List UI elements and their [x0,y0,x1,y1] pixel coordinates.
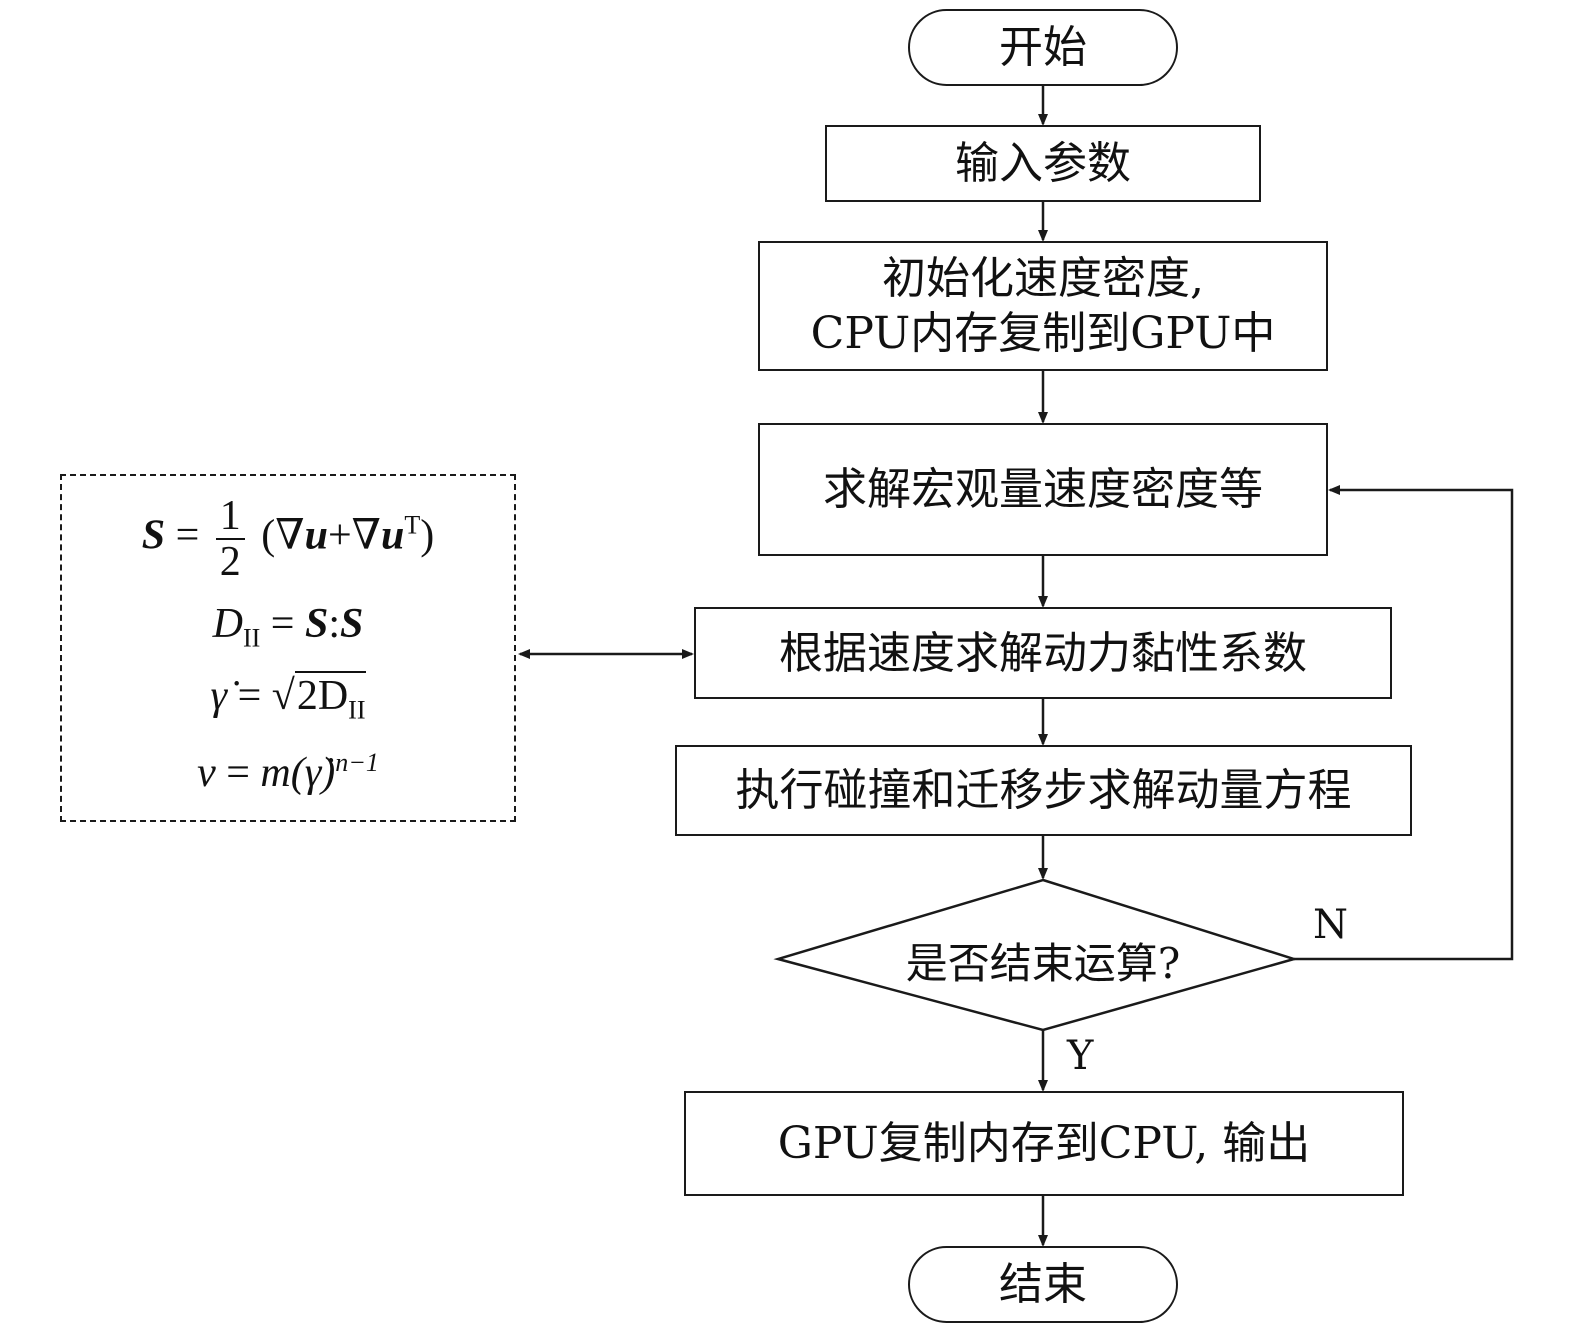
symbol-m: m [260,750,291,796]
init-label-line1: 初始化速度密度, [882,253,1204,304]
subscript-II: II [348,695,366,725]
symbol-u-transpose: u [380,512,405,559]
fraction-numerator: 1 [215,494,245,541]
grad-open: (∇ [261,512,305,559]
solve-macro-box: 求解宏观量速度密度等 [758,423,1328,556]
subscript-II: II [242,623,261,653]
equals-sign: = [215,750,261,796]
input-params-box: 输入参数 [825,125,1261,202]
symbol-v: v [197,750,216,796]
radicand: 2DII [294,671,366,724]
decision-label: 是否结束运算? [905,939,1181,988]
input-params-label: 输入参数 [955,138,1131,189]
init-box: 初始化速度密度, CPU内存复制到GPU中 [758,241,1328,371]
fraction-denominator: 2 [219,539,241,586]
equals-sign: = [175,512,200,559]
formula-box: S = 1 2 (∇u+∇uT) DII = S:S γ̇ = √2DII v … [60,474,516,822]
transpose-mark: T [404,510,421,540]
arrow-loop-back [1294,485,1514,961]
start-terminal: 开始 [908,9,1178,86]
output-box: GPU复制内存到CPU, 输出 [684,1091,1404,1196]
end-label: 结束 [999,1259,1087,1310]
collision-box: 执行碰撞和迁移步求解动量方程 [675,745,1412,836]
formula-second-invariant: DII = S:S [62,600,514,653]
end-terminal: 结束 [908,1246,1178,1323]
double-dot: : [328,601,341,647]
gamma-dot-paren: (γ̇) [290,750,336,796]
viscosity-box: 根据速度求解动力黏性系数 [694,607,1392,699]
viscosity-label: 根据速度求解动力黏性系数 [779,627,1307,679]
yes-branch-label: Y [1067,1033,1094,1079]
formula-strain-rate: S = 1 2 (∇u+∇uT) [62,494,514,584]
no-branch-label: N [1313,902,1348,948]
init-label-line2: CPU内存复制到GPU中 [810,308,1276,359]
formula-viscosity: v = m(γ̇)n−1 [62,748,514,797]
plus-grad: +∇ [327,512,381,559]
solve-macro-label: 求解宏观量速度密度等 [823,464,1263,515]
formula-shear-rate: γ̇ = √2DII [62,671,514,725]
symbol-S: S [340,601,364,647]
radicand-text: 2D [296,673,349,719]
symbol-gamma-dot: γ̇ [210,673,228,719]
fraction-half: 1 2 [215,494,245,586]
symbol-D: D [212,601,243,647]
equals-sign: = [260,601,305,647]
collision-label: 执行碰撞和迁移步求解动量方程 [735,765,1352,816]
start-label: 开始 [999,22,1087,73]
output-label: GPU复制内存到CPU, 输出 [777,1118,1311,1169]
symbol-u: u [304,512,328,559]
equals-sqrt: = √ [227,673,295,719]
exponent-n-minus-1: n−1 [335,748,379,777]
close-paren: ) [420,512,435,559]
decision-diamond [773,878,1299,1032]
symbol-S: S [304,601,329,647]
symbol-S: S [141,512,166,559]
